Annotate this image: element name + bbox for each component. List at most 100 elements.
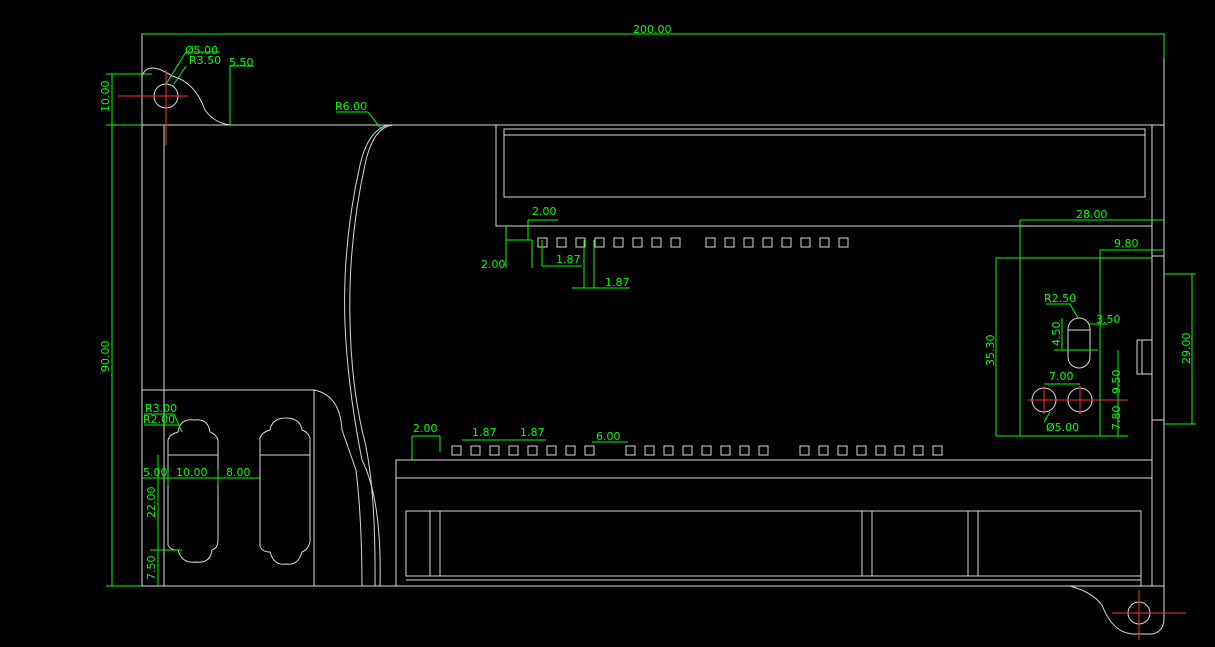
bottom-pin-pad <box>644 445 655 456</box>
top-pin-pad <box>594 237 605 248</box>
label-hole-diameter: Ø5.00 <box>185 44 218 57</box>
top-pin-pad <box>724 237 735 248</box>
top-pin-pad <box>743 237 754 248</box>
slot-right <box>259 417 311 565</box>
label-right-width: 28.00 <box>1076 208 1108 221</box>
pin-pads <box>451 237 943 456</box>
label-overall-width: 200.00 <box>633 23 672 36</box>
dimension-lines <box>106 33 1196 587</box>
leader-slot-radius-outer-b <box>173 413 183 433</box>
top-pin-pad <box>838 237 849 248</box>
main-curve-outer <box>349 124 397 587</box>
leader-right-hole-diameter <box>1043 411 1051 423</box>
bottom-connector-body <box>405 510 1142 577</box>
leader-oval-radius-b <box>1069 303 1079 319</box>
label-hole-spacing: 7.00 <box>1049 370 1074 383</box>
label-hole-vertical: 9.50 <box>1110 370 1123 395</box>
label-slot-radius-outer: R3.00 <box>145 402 177 415</box>
bottom-pin-pad <box>856 445 867 456</box>
label-slot-radius-inner: R2.00 <box>143 413 175 426</box>
leader-hole-radius <box>173 65 187 85</box>
label-hole-radius: R3.50 <box>189 54 221 67</box>
bottom-pin-pad <box>799 445 810 456</box>
label-oval-height: 4.50 <box>1050 322 1063 347</box>
label-slot-gap: 8.00 <box>226 466 251 479</box>
label-slot-bottom: 7.50 <box>145 556 158 581</box>
label-curve-radius: R6.00 <box>335 100 367 113</box>
dimension-labels: 200.00 Ø5.00 R3.50 5.50 10.00 R6.00 90.0… <box>99 23 1193 580</box>
label-top-pin-pitch-b: 2.00 <box>481 258 506 271</box>
label-bottom-pin-size-b: 1.87 <box>520 426 545 439</box>
label-bottom-pin-size-a: 1.87 <box>472 426 497 439</box>
bottom-pin-pad <box>720 445 731 456</box>
label-overall-height: 90.00 <box>99 341 112 373</box>
top-pin-pad <box>613 237 624 248</box>
bottom-pin-pad <box>527 445 538 456</box>
label-top-pin-pitch-a: 2.00 <box>532 205 557 218</box>
slot-region-curve <box>313 389 363 587</box>
bottom-pin-pad <box>565 445 576 456</box>
top-pin-pad <box>651 237 662 248</box>
label-oval-offset: 3.50 <box>1096 313 1121 326</box>
label-right-height: 35.30 <box>984 335 997 367</box>
label-bottom-pin-gap: 6.00 <box>596 430 621 443</box>
label-hole-bottom: 7.80 <box>1110 406 1123 431</box>
label-hole-height: 10.00 <box>99 81 112 113</box>
bottom-pin-pad <box>913 445 924 456</box>
mount-ear-bottom-right <box>1069 585 1165 635</box>
label-bottom-pin-pitch: 2.00 <box>413 422 438 435</box>
bottom-pin-pad <box>546 445 557 456</box>
mount-ear-top-left <box>141 67 233 126</box>
label-top-pin-size-a: 1.87 <box>556 253 581 266</box>
main-curve-inner <box>344 124 389 587</box>
leader-hole-diameter <box>165 51 187 85</box>
top-pin-pad <box>762 237 773 248</box>
top-pin-pad <box>781 237 792 248</box>
oval-hole <box>1067 317 1091 369</box>
bottom-pin-pad <box>875 445 886 456</box>
bottom-pin-pad <box>584 445 595 456</box>
label-right-total-height: 29.00 <box>1180 333 1193 365</box>
label-hole-offset: 5.50 <box>229 56 254 69</box>
label-top-pin-size-b: 1.87 <box>605 276 630 289</box>
bottom-pin-pad <box>837 445 848 456</box>
top-pin-pad <box>705 237 716 248</box>
bottom-pin-pad <box>489 445 500 456</box>
bottom-pin-pad <box>663 445 674 456</box>
right-tab <box>1136 339 1153 375</box>
bottom-pin-pad <box>682 445 693 456</box>
slot-region <box>141 389 315 587</box>
top-pin-pad <box>800 237 811 248</box>
leader-curve-radius <box>367 111 383 131</box>
center-lines <box>118 70 1186 640</box>
top-connector-body <box>503 128 1146 198</box>
label-oval-radius: R2.50 <box>1044 292 1076 305</box>
bottom-pin-pad <box>818 445 829 456</box>
top-pin-pad <box>575 237 586 248</box>
label-right-inner-width: 9.80 <box>1114 237 1139 250</box>
bottom-pin-pad <box>932 445 943 456</box>
bottom-connector-outline <box>395 459 1152 586</box>
top-pin-pad <box>670 237 681 248</box>
right-block-marks <box>1152 255 1164 421</box>
bottom-pin-pad <box>894 445 905 456</box>
top-pin-pad <box>819 237 830 248</box>
bottom-pin-pad <box>470 445 481 456</box>
label-slot-height: 22.00 <box>145 487 158 519</box>
top-pin-pad <box>632 237 643 248</box>
label-slot-offset: 5.00 <box>143 466 168 479</box>
bottom-pin-pad <box>508 445 519 456</box>
label-right-hole-diameter: Ø5.00 <box>1046 421 1079 434</box>
top-pin-pad <box>556 237 567 248</box>
slot-left <box>167 419 219 563</box>
bottom-pin-pad <box>739 445 750 456</box>
bottom-pin-pad <box>625 445 636 456</box>
label-slot-width: 10.00 <box>176 466 208 479</box>
top-connector-outline <box>495 125 1152 227</box>
bottom-pin-pad <box>701 445 712 456</box>
bottom-pin-pad <box>758 445 769 456</box>
part-outline <box>141 33 1165 635</box>
bottom-pin-pad <box>451 445 462 456</box>
